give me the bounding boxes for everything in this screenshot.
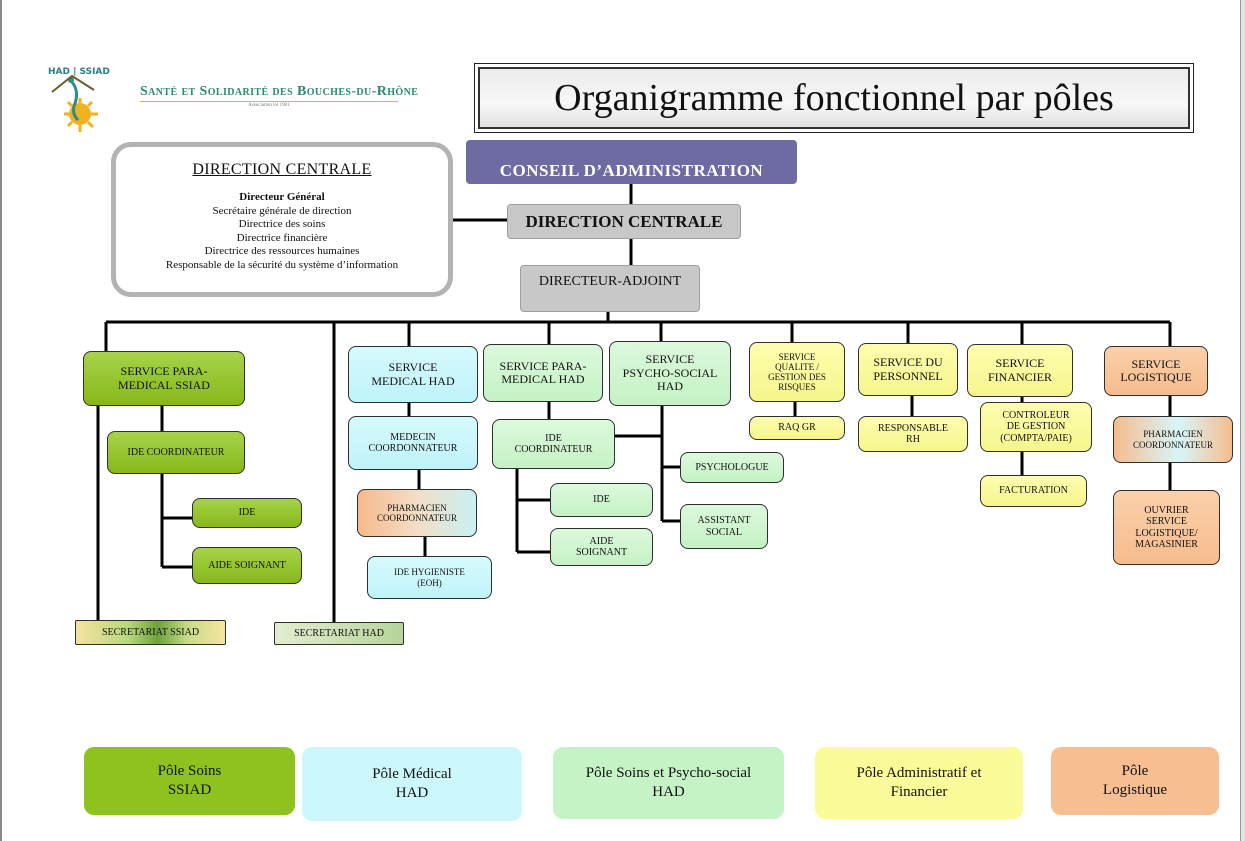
direction-member: Directeur Général (239, 191, 325, 203)
psychologue-node: PSYCHOLOGUE (680, 452, 784, 483)
secretariat-had-node: SECRETARIAT HAD (274, 622, 404, 645)
had-ssiad-logo: HAD | SSIAD (48, 67, 110, 132)
ssiad-ide-coordinateur-node: IDE COORDINATEUR (107, 431, 245, 474)
service-paramedical-had-node: SERVICE PARA- MEDICAL HAD (483, 344, 603, 402)
legend-pole-administratif-financier: Pôle Administratif et Financier (815, 747, 1023, 819)
medecin-coordonnateur-node: MEDECIN COORDONNATEUR (348, 416, 478, 470)
ide-hygieniste-node: IDE HYGIENISTE (EOH) (367, 556, 492, 599)
page-scrollbar[interactable] (1240, 0, 1245, 841)
organization-subtitle: Association loi 1901 (140, 101, 398, 108)
legend-pole-soins-psycho-social-had: Pôle Soins et Psycho-social HAD (553, 747, 784, 819)
service-financier-node: SERVICE FINANCIER (967, 344, 1073, 397)
service-qualite-node: SERVICE QUALITE / GESTION DES RISQUES (749, 342, 845, 402)
directeur-adjoint-node: DIRECTEUR-ADJOINT (520, 265, 700, 312)
page-title-box: Organigramme fonctionnel par pôles (474, 63, 1194, 133)
had-ide-node: IDE (550, 483, 653, 517)
pharmacien-coordonnateur-had-node: PHARMACIEN COORDONNATEUR (357, 489, 477, 537)
direction-member: Directrice des soins (238, 218, 326, 230)
legend-pole-medical-had: Pôle Médical HAD (302, 747, 522, 821)
service-personnel-node: SERVICE DU PERSONNEL (858, 343, 958, 396)
page-title: Organigramme fonctionnel par pôles (478, 67, 1190, 129)
secretariat-ssiad-node: SECRETARIAT SSIAD (75, 620, 226, 645)
ouvrier-service-logistique-node: OUVRIER SERVICE LOGISTIQUE/ MAGASINIER (1113, 490, 1220, 565)
had-ide-coordinateur-node: IDE COORDINATEUR (492, 419, 615, 469)
organization-name: Santé et Solidarité des Bouches-du-Rhône (140, 84, 419, 99)
direction-centrale-node: DIRECTION CENTRALE (507, 204, 741, 239)
page-edge (0, 0, 2, 841)
direction-member-list: Directeur Général Secrétaire générale de… (116, 191, 448, 272)
conseil-administration-node: CONSEIL D’ADMINISTRATION (466, 140, 797, 184)
ssiad-aide-soignant-node: AIDE SOIGNANT (192, 547, 302, 584)
legend-pole-soins-ssiad: Pôle Soins SSIAD (84, 747, 295, 815)
service-psycho-social-had-node: SERVICE PSYCHO-SOCIAL HAD (609, 341, 731, 406)
direction-centrale-box: DIRECTION CENTRALE Directeur Général Sec… (111, 142, 453, 297)
service-paramedical-ssiad-node: SERVICE PARA- MEDICAL SSIAD (83, 351, 245, 406)
had-aide-soignant-node: AIDE SOIGNANT (550, 528, 653, 566)
legend-pole-logistique: Pôle Logistique (1051, 747, 1219, 815)
controleur-de-gestion-node: CONTROLEUR DE GESTION (COMPTA/PAIE) (980, 402, 1092, 452)
logo-text: HAD | SSIAD (48, 67, 110, 77)
assistant-social-node: ASSISTANT SOCIAL (680, 504, 768, 549)
direction-box-title: DIRECTION CENTRALE (192, 161, 372, 178)
raq-gr-node: RAQ GR (749, 416, 845, 440)
ssiad-ide-node: IDE (192, 498, 302, 528)
service-logistique-node: SERVICE LOGISTIQUE (1104, 346, 1208, 396)
responsable-rh-node: RESPONSABLE RH (858, 416, 968, 452)
service-medical-had-node: SERVICE MEDICAL HAD (348, 346, 478, 403)
direction-member: Directrice financière (236, 231, 328, 244)
direction-member: Directrice des ressources humaines (204, 245, 360, 257)
direction-member: Responsable de la sécurité du système d’… (165, 258, 399, 271)
pharmacien-coordonnateur-logistique-node: PHARMACIEN COORDONNATEUR (1113, 416, 1233, 463)
facturation-node: FACTURATION (980, 475, 1087, 507)
direction-member: Secrétaire générale de direction (212, 204, 352, 217)
